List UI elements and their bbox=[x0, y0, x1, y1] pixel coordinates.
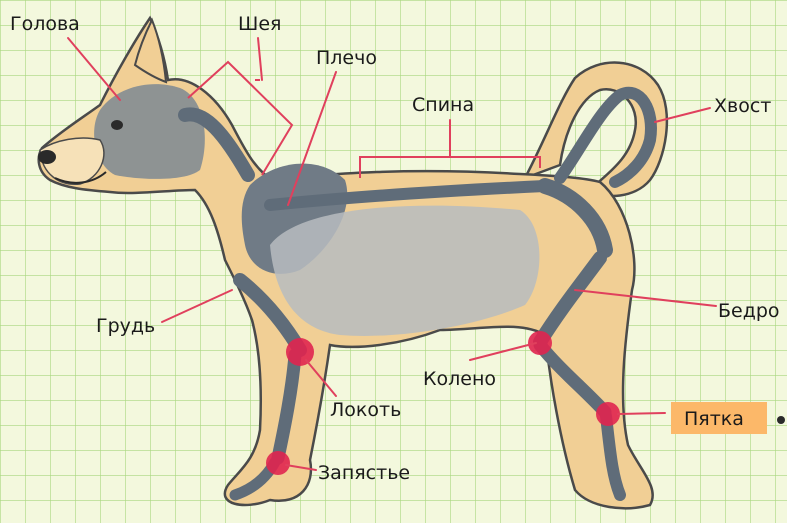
label-head: Голова bbox=[10, 13, 80, 35]
dog-eye bbox=[111, 120, 123, 130]
label-wrist: Запястье bbox=[318, 462, 410, 484]
label-back: Спина bbox=[412, 94, 474, 116]
label-elbow: Локоть bbox=[330, 399, 401, 421]
heel-leader bbox=[618, 413, 665, 414]
elbow-joint bbox=[286, 338, 314, 366]
label-thigh: Бедро bbox=[718, 300, 780, 322]
label-tail: Хвост bbox=[714, 95, 771, 117]
knee-joint bbox=[528, 331, 552, 355]
bullet-dot bbox=[777, 416, 785, 424]
dog-nose bbox=[38, 150, 56, 164]
label-chest: Грудь bbox=[96, 315, 155, 337]
label-shoulder: Плечо bbox=[316, 47, 377, 69]
label-neck: Шея bbox=[238, 13, 281, 35]
wrist-joint bbox=[266, 451, 290, 475]
label-knee: Колено bbox=[423, 368, 496, 390]
heel-joint bbox=[596, 402, 620, 426]
label-heel: Пятка bbox=[684, 408, 744, 430]
